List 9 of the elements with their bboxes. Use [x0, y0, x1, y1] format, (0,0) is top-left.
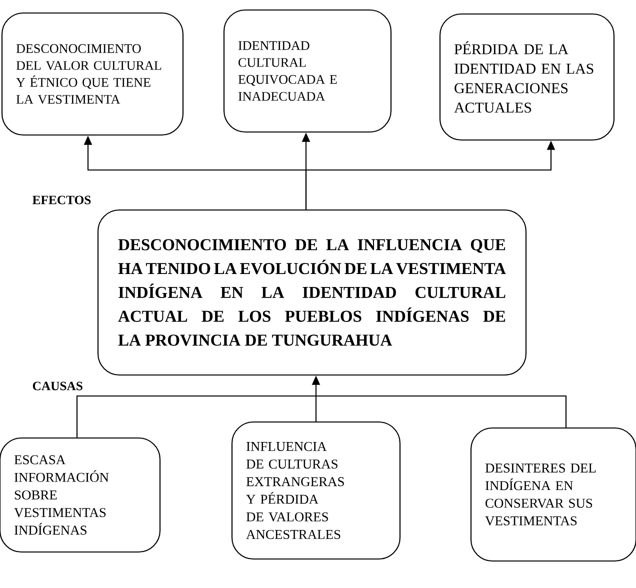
rounded-box: DESINTERES DEL INDÍGENA EN CONSERVAR SUS VESTIMENTAS [470, 427, 636, 562]
rounded-box: PÉRDIDA DE LA IDENTIDAD EN LAS GENERACIONES ACTUALES [439, 13, 615, 141]
problem-box: DESCONOCIMIENTO DE LA INFLUENCIA QUE HA TENIDO LA EVOLUCIÓN DE LA VESTIMENTA INDÍGENA EN LA IDENTIDAD CULTURAL ACTUAL DE LOS PUEBLOS INDÍGENAS DE LA PROVINCIA DE TUNGURAHUA [97, 209, 527, 376]
rounded-box: DESCONOCIMIENTO DEL VALOR CULTURAL Y ÉTNICO QUE TIENE LA VESTIMENTA [1, 12, 184, 136]
section-label: CAUSAS [32, 382, 82, 390]
rounded-box: ESCASA INFORMACIÓN SOBRE VESTIMENTAS INDÍGENAS [0, 437, 161, 553]
section-label: EFECTOS [32, 196, 91, 204]
rounded-box: IDENTIDAD CULTURAL EQUIVOCADA E INADECUADA [223, 9, 392, 133]
rounded-box: INFLUENCIA DE CULTURAS EXTRANGERAS Y PÉRDIDA DE VALORES ANCESTRALES [231, 421, 401, 560]
